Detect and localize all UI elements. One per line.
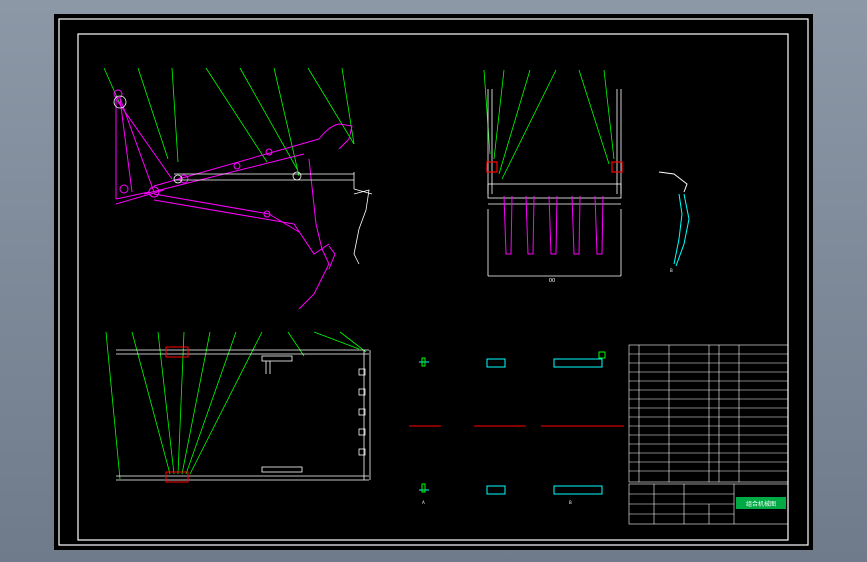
drawing-name: 组合机械图 — [746, 500, 776, 508]
side-elevation-view — [103, 67, 373, 310]
joints-front — [486, 161, 623, 173]
leader-lines-front — [483, 69, 615, 180]
detail-row-top — [419, 358, 603, 368]
front-elevation-view: 00 — [483, 69, 623, 284]
arm-linkage — [113, 89, 353, 310]
inner-frame — [77, 33, 789, 541]
side-profile-view: B — [658, 171, 690, 273]
outer-frame — [58, 18, 809, 546]
plan-bearings — [165, 346, 189, 483]
frame-structure — [487, 89, 622, 277]
parts-list-table — [628, 344, 789, 483]
view-label-detail-b: B — [569, 500, 572, 505]
cad-viewport[interactable]: 00 B — [54, 14, 813, 550]
plan-view — [105, 331, 371, 483]
view-label-profile: B — [670, 268, 673, 273]
detail-row-bottom — [419, 485, 603, 495]
white-links — [113, 95, 373, 265]
plan-bolts — [358, 368, 366, 456]
detail-green-parts — [421, 351, 606, 493]
dimension-label: 00 — [549, 278, 555, 284]
detail-views: A B — [409, 351, 624, 505]
view-label-detail: A — [422, 500, 425, 505]
leader-lines-plan — [105, 331, 367, 480]
cad-drawing: 00 B — [58, 18, 809, 546]
title-block — [628, 483, 789, 525]
legs-front — [503, 195, 604, 255]
leader-lines-side — [103, 67, 355, 177]
